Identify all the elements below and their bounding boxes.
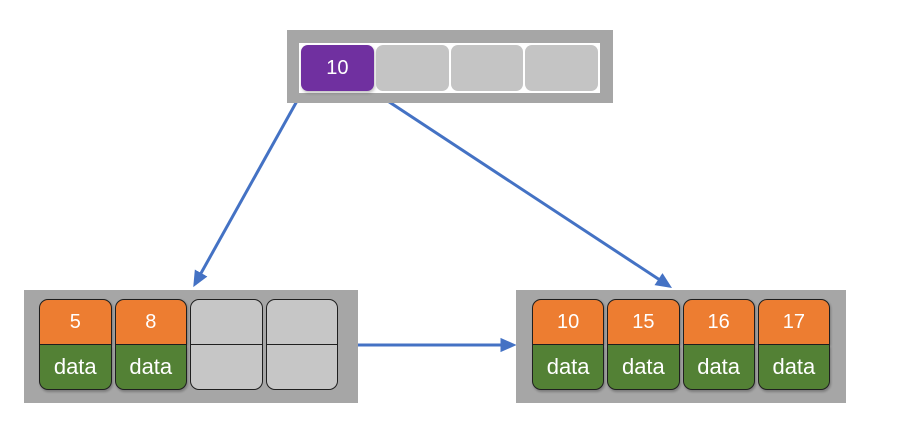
leaf-data-cell: data — [682, 345, 755, 390]
arrow-root-to-right-leaf — [373, 90, 673, 288]
leaf-empty-data-cell — [190, 345, 263, 390]
root-node: 10 — [287, 30, 613, 103]
root-empty-cell-3 — [525, 45, 598, 91]
leaf-node-left: 5 8 data data — [24, 290, 358, 403]
leaf-data-cell: data — [607, 345, 680, 390]
leaf-data-cell: data — [39, 345, 112, 390]
leaf-key-cell: 8 — [114, 299, 187, 345]
arrow-root-to-left-leaf — [193, 91, 304, 288]
leaf-key-cell: 5 — [39, 299, 112, 345]
root-row: 10 — [299, 43, 600, 93]
leaf-key-cell: 16 — [682, 299, 755, 345]
leaf-key-cell: 10 — [532, 299, 605, 345]
leaf-data-cell: data — [114, 345, 187, 390]
leaf-data-cell: data — [757, 345, 830, 390]
leaf-empty-key-cell — [265, 299, 338, 345]
root-empty-cell-1 — [375, 45, 449, 91]
leaf-node-right: 10 15 16 17 data data data data — [516, 290, 846, 403]
leaf-data-cell: data — [532, 345, 605, 390]
leaf-key-cell: 17 — [757, 299, 830, 345]
root-key-cell: 10 — [301, 45, 374, 91]
leaf-key-cell: 15 — [607, 299, 680, 345]
root-empty-cell-2 — [450, 45, 524, 91]
leaf-empty-key-cell — [190, 299, 263, 345]
leaf-empty-data-cell — [265, 345, 338, 390]
